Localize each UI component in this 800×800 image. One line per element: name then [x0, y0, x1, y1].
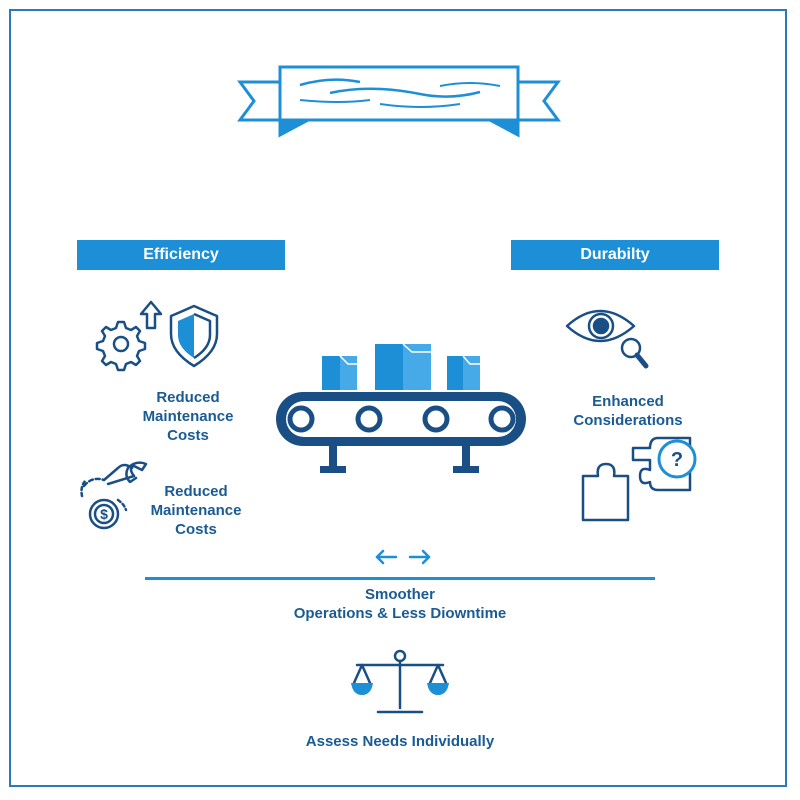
durability-item-1: Enhanced Considerations: [548, 392, 708, 430]
diagram-frame: [9, 9, 787, 787]
bottom-caption: Smoother Operations & Less Diowntime: [250, 585, 550, 623]
durability-label: Durabilty: [511, 240, 719, 270]
efficiency-item-1-line2: Maintenance: [142, 408, 234, 425]
efficiency-label: Efficiency: [77, 240, 285, 270]
conveyor-box-right: [447, 355, 480, 390]
efficiency-item-1: Reduced Maintenance Costs: [118, 388, 258, 445]
efficiency-item-2-line3: Costs: [175, 521, 217, 538]
divider-line: [145, 577, 655, 580]
svg-text:?: ?: [671, 449, 683, 471]
conveyor-box-middle: [375, 343, 431, 390]
bottom-caption-line2: Operations & Less Diowntime: [293, 605, 507, 622]
efficiency-item-2-line2: Maintenance: [150, 502, 242, 519]
efficiency-item-1-line3: Costs: [167, 427, 209, 444]
conveyor-box-left: [322, 355, 357, 390]
durability-item-1-line2: Considerations: [573, 412, 683, 429]
efficiency-item-2-line1: Reduced: [164, 483, 228, 500]
bottom-caption-line1: Smoother: [364, 586, 435, 603]
durability-item-1-line1: Enhanced: [592, 393, 664, 410]
svg-text:$: $: [100, 506, 108, 522]
footer-caption: Assess Needs Individually: [305, 733, 495, 750]
efficiency-item-1-line1: Reduced: [156, 389, 220, 406]
efficiency-item-2: Reduced Maintenance Costs: [126, 482, 266, 539]
